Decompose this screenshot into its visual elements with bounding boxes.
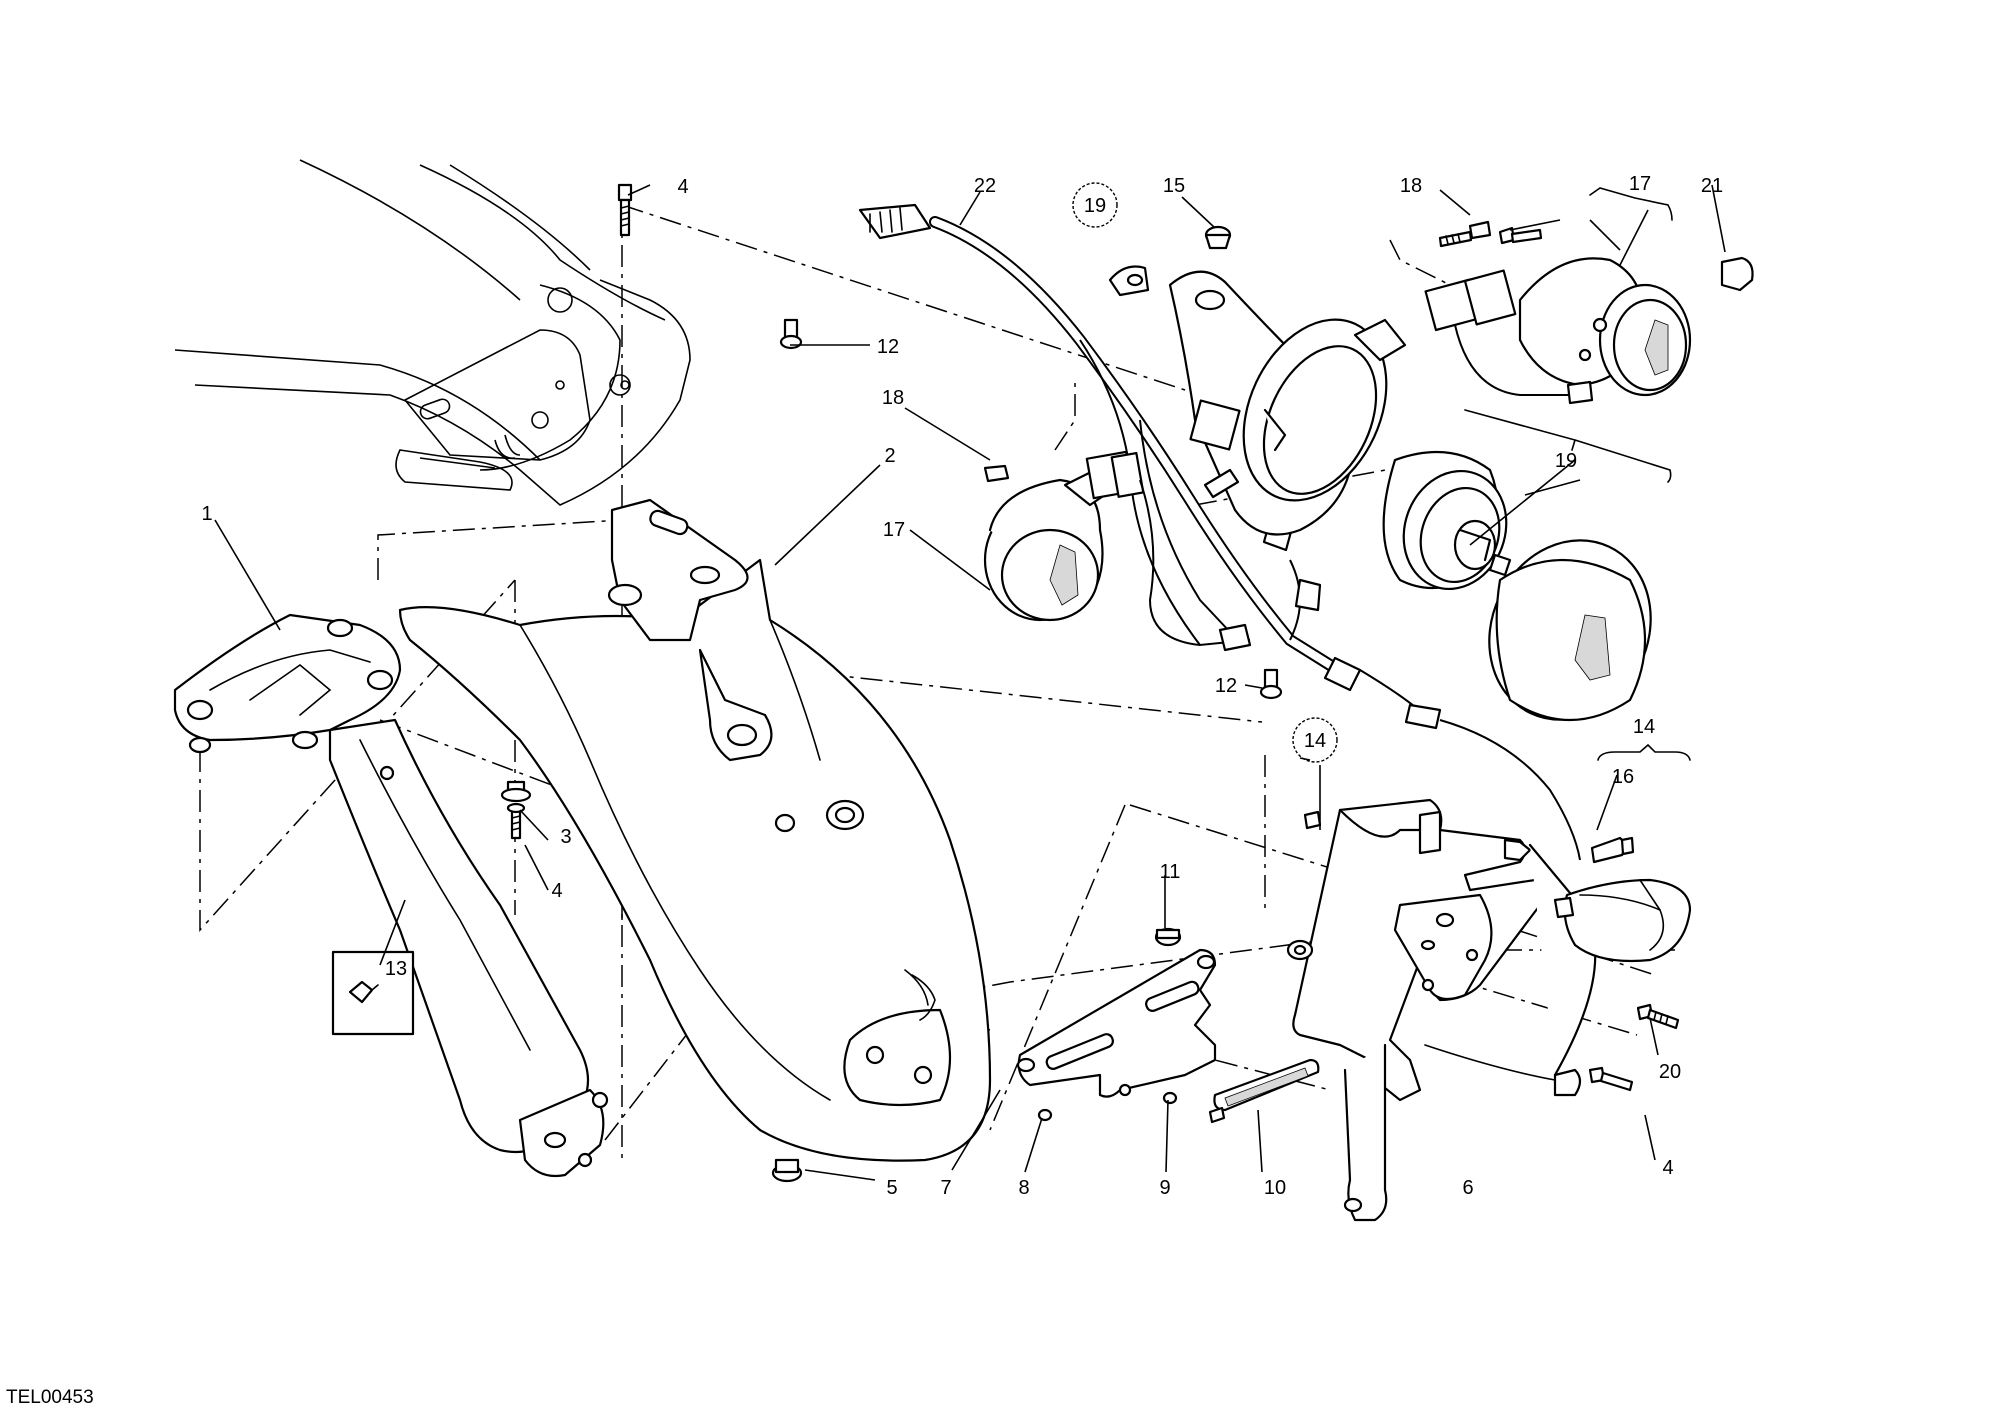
callout-22: 22: [974, 175, 996, 197]
callout-9: 9: [1159, 1177, 1170, 1199]
callout-21: 21: [1701, 175, 1723, 197]
callout-4-top: 4: [677, 176, 688, 198]
callout-16: 16: [1612, 766, 1634, 788]
callout-5: 5: [886, 1177, 897, 1199]
wiring-harness: [858, 203, 1581, 861]
callout-7: 7: [940, 1177, 951, 1199]
inset-box-13: [331, 950, 415, 1036]
drawing-code: TEL00453: [6, 1387, 94, 1408]
callout-13: 13: [385, 958, 407, 980]
callout-15: 15: [1163, 175, 1185, 197]
callout-4-fender: 4: [551, 880, 562, 902]
callout-8: 8: [1018, 1177, 1029, 1199]
callout-12-bottom: 12: [1215, 675, 1237, 697]
rear-fender: [398, 498, 992, 1162]
reference-circles: [1072, 182, 1338, 763]
callout-20: 20: [1659, 1061, 1681, 1083]
fasteners-top: [1108, 220, 1543, 297]
rear-subframe-outline: [174, 159, 691, 506]
reflector-bracket: [1016, 927, 1320, 1124]
support-strut: [173, 613, 609, 1178]
leader-lines: [214, 184, 1726, 1181]
turn-signal-right: [1424, 256, 1754, 405]
callouts: 1 2 3 4 4 4 5 6 7 8 9 10 11 12 12 13 14 …: [201, 173, 1723, 1199]
fasteners-left: [500, 183, 1283, 1183]
callout-14: 14: [1633, 716, 1655, 738]
callout-4-bracket: 4: [1662, 1157, 1673, 1179]
callout-19: 19: [1555, 450, 1577, 472]
group-brackets: [1464, 187, 1691, 761]
callout-18-right: 18: [1400, 175, 1422, 197]
callout-14-ref: 14: [1304, 730, 1326, 752]
license-plate-light: [1303, 810, 1692, 1092]
callout-12-top: 12: [877, 336, 899, 358]
callout-6: 6: [1462, 1177, 1473, 1199]
callout-2: 2: [884, 445, 895, 467]
license-plate-bracket: [1286, 798, 1597, 1222]
callout-17-right: 17: [1629, 173, 1651, 195]
callout-3: 3: [560, 826, 571, 848]
callout-17-left: 17: [883, 519, 905, 541]
callout-10: 10: [1264, 1177, 1286, 1199]
turn-signal-left: [983, 450, 1201, 646]
callout-1: 1: [201, 503, 212, 525]
callout-19-ref: 19: [1084, 195, 1106, 217]
tail-light-assembly: [1168, 270, 1652, 722]
callout-11: 11: [1160, 861, 1181, 883]
callout-18-left: 18: [882, 387, 904, 409]
